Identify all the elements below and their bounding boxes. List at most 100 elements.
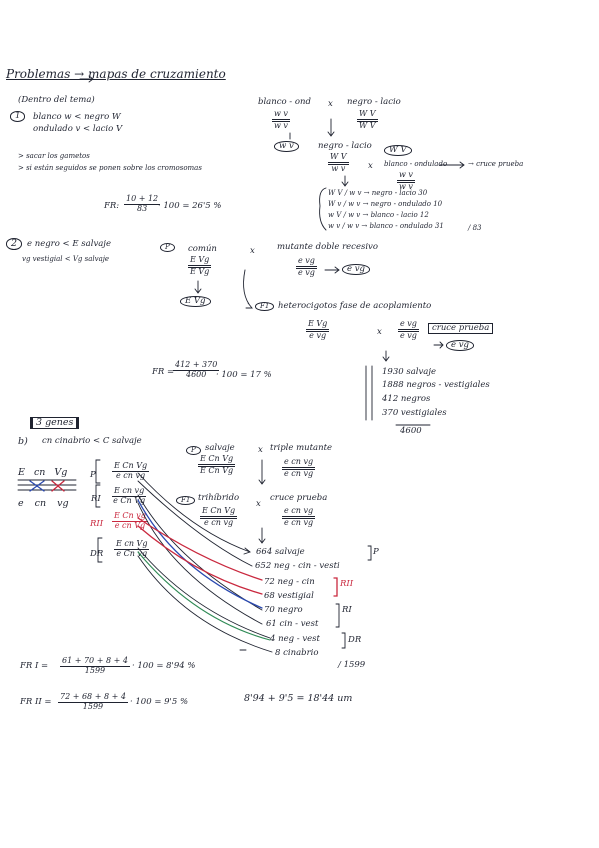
p3-fr1-result: · 100 = 8'94 % (132, 661, 196, 671)
p2-p-label: P (160, 243, 175, 252)
p3-testcross-label: cruce prueba (270, 493, 328, 503)
p2-fr-result: · 100 = 17 % (216, 370, 272, 380)
p2-arrow-right-icon (324, 266, 340, 274)
p3-cross-symbol-1: x (258, 445, 263, 455)
title-arrow-icon (79, 75, 94, 83)
p2-arrow-gamete-icon (433, 341, 444, 349)
p1-arrow-right-icon (439, 161, 465, 169)
p3-fr2-result: · 100 = 9'5 % (130, 697, 189, 707)
p2-result-4: 370 vestigiales (382, 408, 447, 418)
p3-triple-label: triple mutante (270, 443, 333, 453)
p3-class-tag-ri: RI (342, 605, 352, 615)
p3-trihybrid-label: trihíbrido (198, 493, 240, 503)
p2-testcross-note: cruce prueba (428, 323, 494, 334)
p3-fr2-label: FR II = (20, 697, 52, 707)
p2-arrow-results-icon (382, 350, 390, 362)
p3-cross-symbol-2: x (256, 499, 261, 509)
p3-bracket-dr (97, 537, 103, 563)
p2-arrow-down-icon (194, 280, 202, 294)
p3-link-p-triple-icon (137, 480, 253, 567)
p3-bracket-results-p (367, 545, 372, 561)
p3-link-p-wild-icon (137, 472, 251, 555)
p1-fr-result: · 100 = 26'5 % (158, 201, 222, 211)
p3-result-6: 61 cin - vest (266, 619, 319, 629)
p3-part-b: b) (18, 436, 28, 447)
p1-cross-symbol-2: x (368, 161, 373, 171)
problem-2-number: 2 (6, 238, 23, 250)
p3-chromosome-line-top (17, 479, 77, 486)
p3-row-label-dr: DR (90, 549, 104, 559)
p1-result-1: W V / w v → negro - lacio 30 (328, 189, 428, 197)
p2-result-1: 1930 salvaje (382, 367, 437, 377)
p3-chromosome-top: E cn Vg (18, 467, 68, 478)
p2-parent-gamete: E Vg (180, 296, 211, 307)
p3-link-dr-2-icon (137, 555, 273, 653)
p2-backcross-gamete: e vg (446, 340, 474, 351)
p3-bracket-results-ri (335, 603, 340, 628)
p3-row-label-rii: RII (90, 519, 104, 529)
p1-cross-symbol-1: x (328, 99, 333, 109)
p1-total: / 83 (468, 224, 482, 232)
p2-cross-symbol-1: x (250, 246, 255, 256)
p3-wild-label: salvaje (205, 443, 235, 453)
p3-bracket-results-rii (333, 577, 338, 597)
p3-bracket-ri (95, 484, 101, 508)
p3-link-rii-1-icon (137, 517, 263, 581)
p1-gamete-1: w v (274, 141, 299, 152)
p1-results-brace-icon (319, 187, 327, 231)
page-title: Problemas → mapas de cruzamiento (6, 67, 226, 81)
p2-fr-label: FR = (152, 367, 175, 377)
p3-crossover-1-icon (29, 480, 45, 492)
p1-result-4: w v / w v → blanco - ondulado 31 (328, 222, 444, 230)
p1-dominance-2: ondulado v < lacio V (33, 124, 123, 134)
p3-p-label: P (186, 446, 201, 455)
p3-link-dr-green-icon (137, 551, 271, 641)
p3-heading: 3 genes (30, 417, 80, 429)
p1-testcross-note: → cruce prueba (468, 160, 524, 168)
p3-distance-sum: 8'94 + 9'5 = 18'44 um (244, 693, 353, 704)
p3-arrow-p-icon (258, 459, 266, 485)
p2-total: 4600 (400, 426, 422, 436)
p1-bullet-2: > si están seguidos se ponen sobre los c… (18, 164, 202, 172)
p3-total: / 1599 (338, 660, 366, 670)
context-note: (Dentro del tema) (18, 95, 95, 105)
p1-backcross-label: blanco - ondulado (384, 160, 448, 168)
p3-result-3: 72 neg - cin (264, 577, 315, 587)
p3-class-tag-p: P (373, 547, 379, 557)
p3-result-2: 652 neg - cin - vesti (255, 561, 340, 571)
p3-class-tag-dr: DR (348, 635, 362, 645)
p3-result-8: 8 cinabrio (275, 648, 319, 658)
problem-1-number: 1 (10, 111, 26, 122)
p3-row-label-p: P (90, 470, 96, 480)
p1-gamete-2: W V (384, 145, 412, 156)
p3-result-4: 68 vestigial (264, 591, 314, 601)
p1-fr-label: FR: (104, 201, 120, 211)
p3-dominance: cn cinabrio < C salvaje (42, 436, 142, 446)
p1-dominance-1: blanco w < negro W (33, 112, 121, 122)
p3-f1-label: F1 (176, 496, 196, 505)
p3-result-5: 70 negro (264, 605, 303, 615)
p3-result-7: 4 neg - vest (270, 634, 320, 644)
p3-class-tag-rii: RII (340, 579, 354, 589)
p1-arrow-results-icon (341, 175, 349, 187)
p1-parent-left-label: blanco - ond (258, 97, 311, 107)
p2-mutant-label: mutante doble recesivo (277, 242, 378, 252)
